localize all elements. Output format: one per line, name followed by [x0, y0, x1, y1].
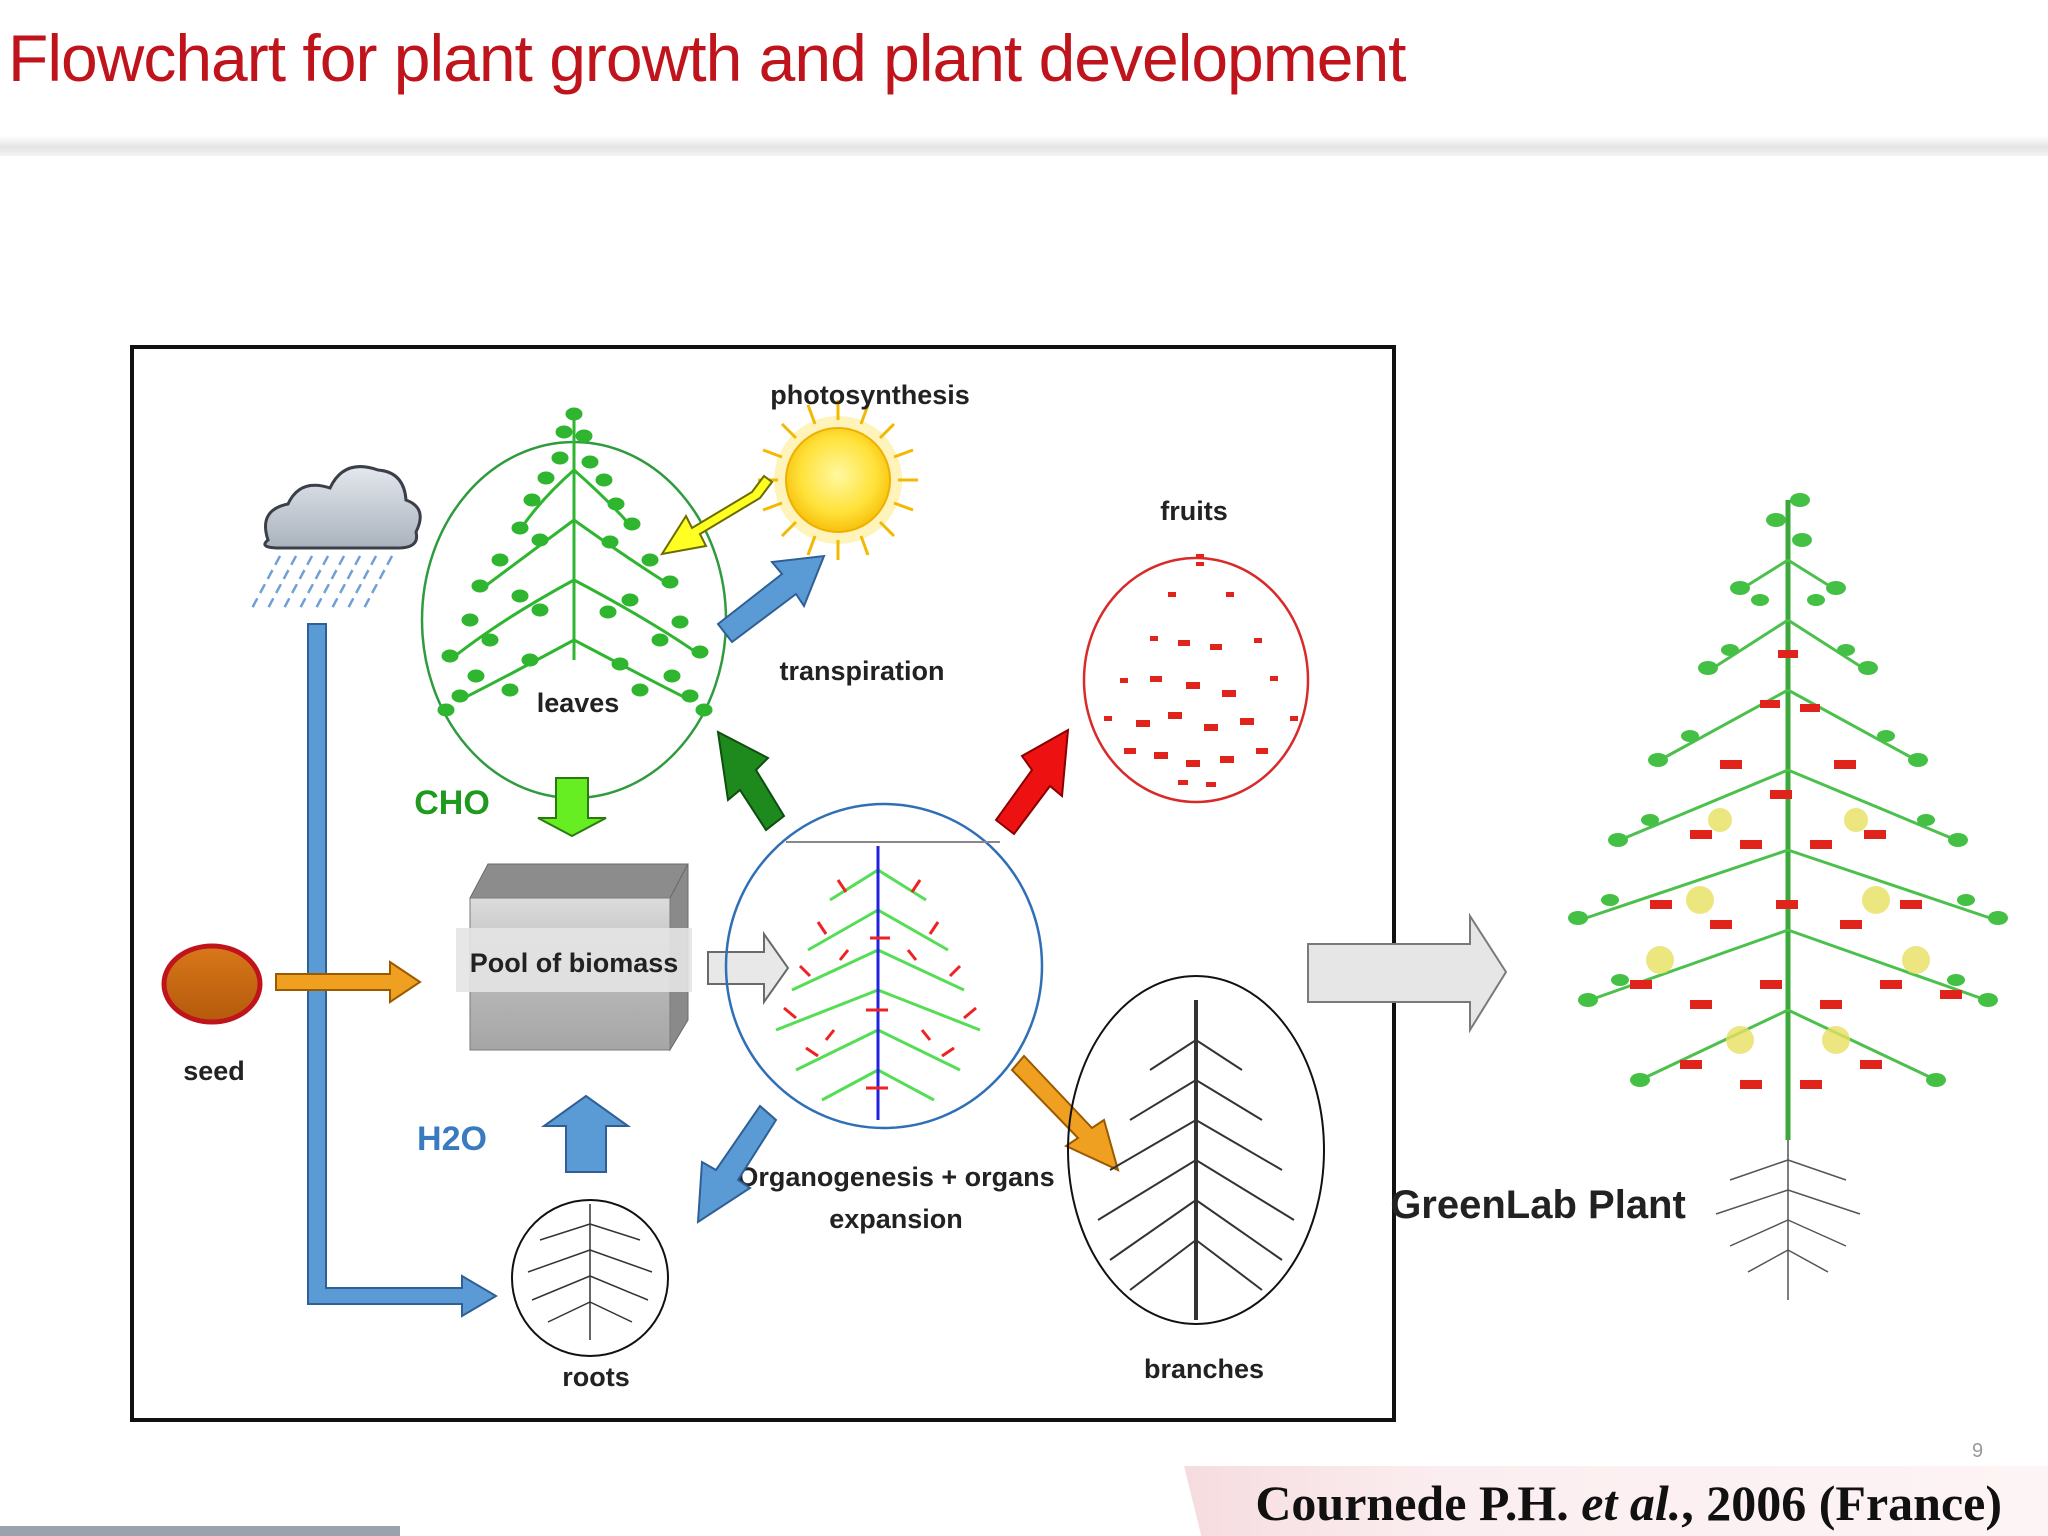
citation-authors: Cournede P.H.: [1255, 1475, 1568, 1531]
organogenesis-label-line2: expansion: [829, 1204, 963, 1234]
cho-label: CHO: [414, 784, 490, 822]
bottom-bar: [0, 1526, 400, 1536]
citation-year: , 2006 (France): [1681, 1475, 2002, 1531]
greenlab-plant-icon: [1568, 493, 2008, 1300]
transpiration-label: transpiration: [779, 656, 944, 686]
citation: Cournede P.H. et al., 2006 (France): [1255, 1474, 2002, 1532]
seed-icon: [164, 946, 260, 1022]
roots-label: roots: [562, 1362, 630, 1392]
citation-box: Cournede P.H. et al., 2006 (France): [1184, 1466, 2048, 1536]
branches-label: branches: [1144, 1354, 1264, 1384]
leaves-label: leaves: [537, 688, 620, 718]
h2o-label: H2O: [417, 1120, 487, 1158]
sun-icon: [758, 400, 918, 560]
fruits-label: fruits: [1160, 496, 1228, 526]
organogenesis-label-line1: Organogenesis + organs: [737, 1162, 1054, 1192]
citation-etal: et al.: [1581, 1475, 1681, 1531]
seed-label: seed: [183, 1056, 245, 1086]
pool-of-biomass-label: Pool of biomass: [470, 948, 679, 978]
page-number: 9: [1972, 1440, 1983, 1463]
photosynthesis-label: photosynthesis: [770, 380, 970, 410]
greenlab-plant-label: GreenLab Plant: [1390, 1183, 1686, 1227]
